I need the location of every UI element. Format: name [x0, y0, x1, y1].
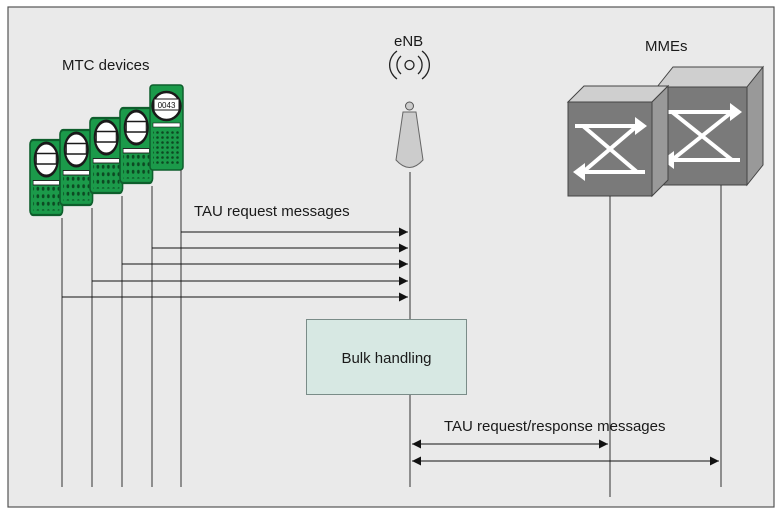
mtc-device-icon	[58, 128, 95, 207]
mme-switch-icon-front	[566, 84, 670, 198]
lifelines	[61, 170, 722, 497]
mtc-device-icon	[118, 106, 155, 185]
mtc-devices-label: MTC devices	[62, 57, 150, 74]
tau-request-arrows	[62, 227, 408, 302]
bulk-handling-label: Bulk handling	[341, 350, 432, 367]
tau-request-response-label: TAU request/response messages	[444, 418, 666, 435]
mtc-device-icon	[88, 116, 125, 195]
tau-request-label: TAU request messages	[194, 203, 350, 220]
mmes-label: MMEs	[645, 38, 688, 55]
bulk-handling-box: Bulk handling	[306, 319, 467, 395]
enb-antenna-icon	[388, 50, 431, 168]
meter-display-text: 0043	[158, 101, 176, 110]
enb-label: eNB	[394, 33, 424, 50]
tau-response-arrows	[412, 439, 719, 466]
mtc-device-icon-front: 0043	[149, 84, 184, 171]
mtc-device-icon	[28, 138, 65, 217]
mtc-device-group: 0043	[28, 84, 184, 217]
mme-switch-icon-back	[655, 65, 765, 187]
